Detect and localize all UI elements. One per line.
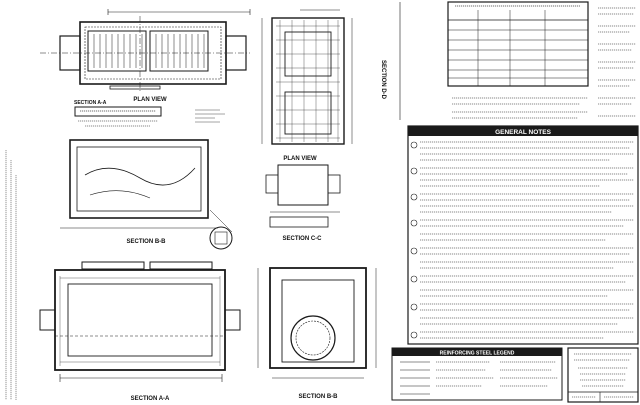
- general-notes-header: GENERAL NOTES: [495, 129, 552, 136]
- plan-view-top-left: [40, 9, 251, 123]
- section-aa-rebar: [59, 276, 221, 366]
- reinforcing-legend-block: [391, 347, 563, 401]
- section-bb-title: SECTION B-B: [127, 239, 167, 245]
- section-dd-title: SECTION D-D: [380, 60, 386, 100]
- reinforcing-legend-header: REINFORCING STEEL LEGEND: [440, 351, 515, 357]
- title-box: [567, 347, 639, 403]
- section-aa-bottom-title: SECTION A-A: [131, 396, 170, 402]
- left-margin-notes: [5, 150, 17, 400]
- section-aa-top-title: SECTION A-A: [74, 100, 107, 106]
- plan-view-small-title: PLAN VIEW: [283, 156, 317, 162]
- section-aa-top: [74, 106, 162, 127]
- right-notes-column: [452, 7, 636, 119]
- plan-view-title: PLAN VIEW: [133, 97, 167, 103]
- section-bb-middle: [60, 139, 233, 233]
- note-number-circles: [410, 141, 418, 339]
- grate-bars-right: [155, 34, 205, 68]
- grate-bars-left: [93, 34, 143, 68]
- section-aa-bottom: [39, 226, 241, 382]
- rebar-grid: [276, 20, 340, 142]
- section-bb-bottom-title: SECTION B-B: [299, 394, 339, 400]
- plan-view-small: [265, 164, 341, 228]
- general-notes-block: [407, 125, 639, 345]
- dimension-table: [447, 1, 589, 87]
- section-cc-title: SECTION C-C: [283, 236, 323, 242]
- reinforcing-elevation: [261, 9, 353, 145]
- section-bb-bottom: [257, 267, 377, 379]
